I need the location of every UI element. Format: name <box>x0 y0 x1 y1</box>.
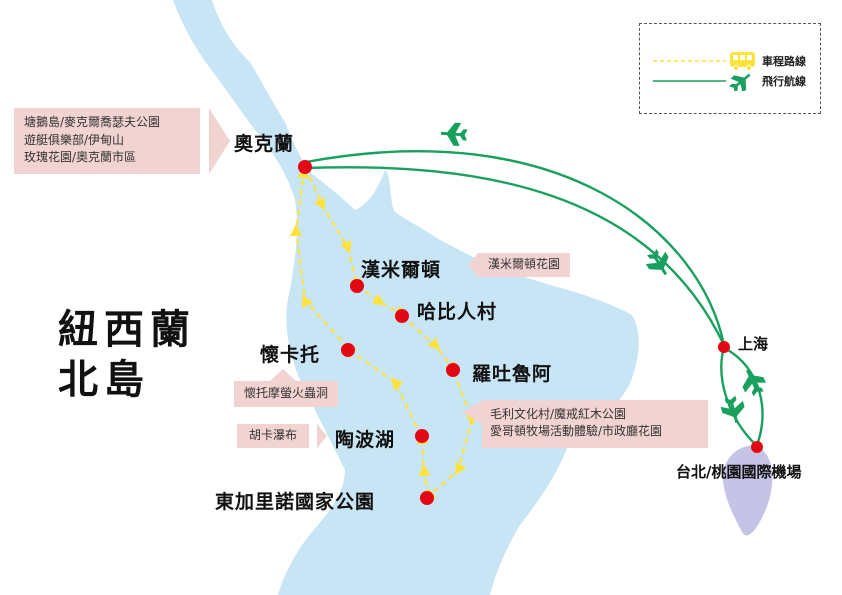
plane-icon <box>720 395 745 424</box>
legend-flight-label: 飛行航線 <box>762 75 806 88</box>
city-label-hamilton: 漢米爾頓 <box>361 259 442 281</box>
plane-icon <box>645 249 669 276</box>
dot-shanghai <box>718 341 730 353</box>
bus-route-hamilton-hobbiton <box>356 285 408 317</box>
legend-bus-row: 車程路線 <box>640 51 820 71</box>
note-hamilton: 漢米爾頓花園 <box>478 253 571 277</box>
city-label-waitomo: 懷卡托 <box>260 344 321 366</box>
note-auckland-line-1: 塘鵝島/麥克爾喬瑟夫公園 <box>24 115 161 129</box>
bus-route-rotorua-tongariro <box>423 371 478 502</box>
flight-route-taipei-to-shanghai <box>727 348 764 446</box>
note-rotorua: 毛利文化村/魔戒紅木公園 愛哥頓牧場活動體驗/市政廳花園 <box>482 400 708 448</box>
legend-flight-row: 飛行航線 <box>640 71 820 91</box>
bus-route-hobbiton-rotorua <box>401 315 457 374</box>
callout-tail-rotorua <box>462 401 482 424</box>
flight-route-shanghai-to-taipei <box>720 346 757 446</box>
note-auckland: 塘鵝島/麥克爾喬瑟夫公園 遊艇俱樂部/伊甸山 玫瑰花園/奧克蘭市區 <box>14 108 200 174</box>
bus-route-waitomo-auckland <box>289 166 349 349</box>
note-auckland-line-2: 遊艇俱樂部/伊甸山 <box>24 132 125 147</box>
city-label-shanghai: 上海 <box>738 335 769 353</box>
city-label-auckland: 奧克蘭 <box>234 133 295 155</box>
legend-bus-label: 車程路線 <box>762 55 806 68</box>
city-label-tongariro: 東加里諾國家公園 <box>215 491 376 513</box>
dot-hobbiton <box>395 309 409 323</box>
flight-routes <box>305 150 764 446</box>
note-rotorua-line-1: 毛利文化村/魔戒紅木公園 <box>490 407 627 421</box>
city-label-rotorua: 羅吐魯阿 <box>472 363 553 385</box>
map-title-line-2: 北島 <box>58 356 150 403</box>
dot-rotorua <box>446 363 460 377</box>
route-plane-icons <box>440 122 766 424</box>
bus-route-auckland-hamilton <box>305 166 362 291</box>
legend-bus-graphic <box>653 52 755 71</box>
flight-route-auckland-to-shanghai <box>305 166 726 346</box>
note-auckland-line-3: 玫瑰花園/奧克蘭市區 <box>24 150 137 164</box>
callout-tails <box>209 108 482 448</box>
dot-taupo <box>415 429 429 443</box>
dot-hamilton <box>350 279 364 293</box>
bus-icon <box>730 52 755 71</box>
legend-flight-graphic <box>653 73 751 91</box>
city-label-taipei: 台北/桃園國際機場 <box>676 463 802 481</box>
taiwan-land <box>722 445 773 536</box>
city-label-hobbiton: 哈比人村 <box>417 301 498 323</box>
plane-icon <box>742 369 766 397</box>
bus-route-tongariro-taupo <box>416 432 431 496</box>
note-waitomo: 懷托摩螢火蟲洞 <box>234 381 339 407</box>
dot-waitomo <box>341 343 355 357</box>
plane-icon <box>728 73 751 91</box>
legend: 車程路線 飛行航線 <box>639 23 821 114</box>
callout-tail-taupo <box>317 424 327 448</box>
bus-routes <box>289 166 478 502</box>
city-label-taupo: 陶波湖 <box>335 429 396 451</box>
note-rotorua-line-2: 愛哥頓牧場活動體驗/市政廳花園 <box>490 424 663 438</box>
dot-auckland <box>298 160 312 174</box>
plane-icon <box>440 122 468 147</box>
map-title: 紐西蘭 北島 <box>58 305 196 405</box>
dot-tongariro <box>420 491 434 505</box>
city-dots <box>298 160 763 505</box>
callout-tail-hamilton <box>468 253 478 277</box>
map-title-line-1: 紐西蘭 <box>58 306 196 353</box>
note-taupo: 胡卡瀑布 <box>237 424 310 448</box>
callout-tail-auckland <box>209 108 230 174</box>
dot-taipei <box>751 441 763 453</box>
callout-tail-waitomo <box>270 369 296 381</box>
flight-route-shanghai-to-auckland <box>305 150 726 346</box>
